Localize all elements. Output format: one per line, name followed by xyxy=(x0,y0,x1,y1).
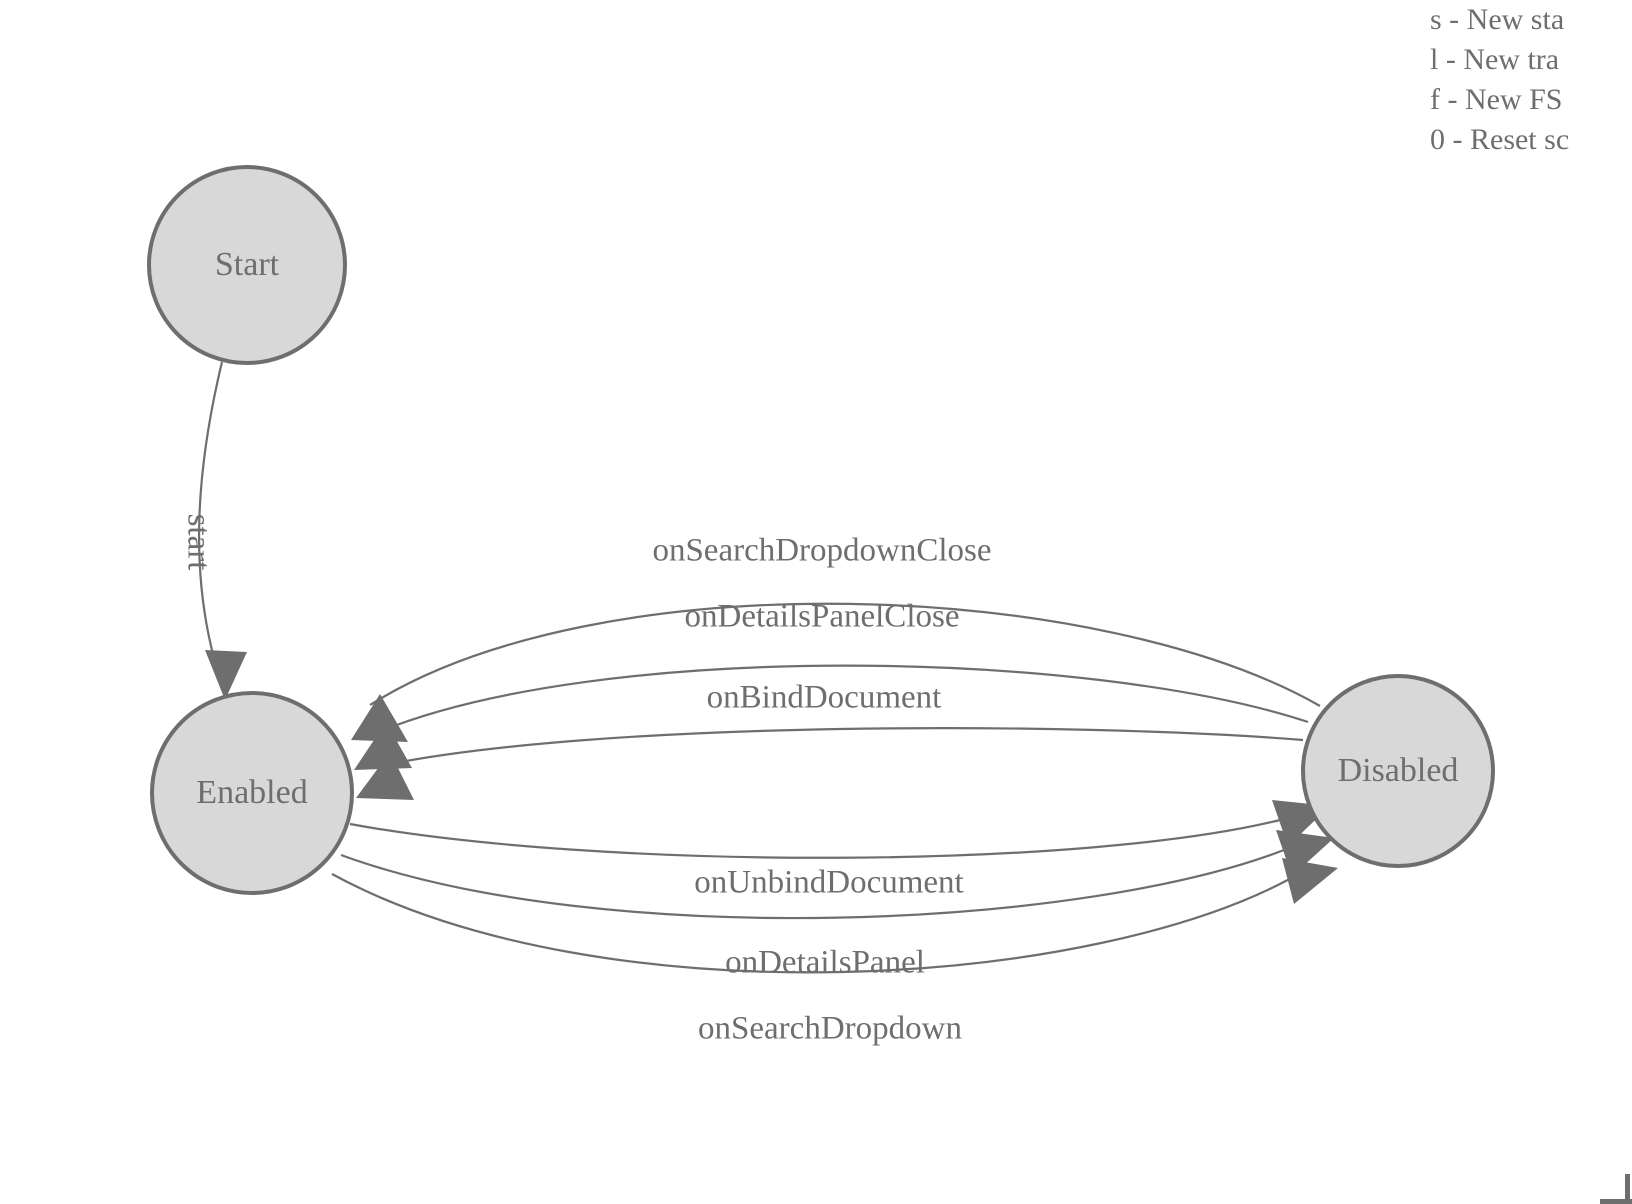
edge-label-onsearchdropdown: onSearchDropdown xyxy=(698,1011,962,1047)
arrowhead-onsearchdropdownclose xyxy=(351,694,408,742)
edge-enabled-to-disabled-onunbinddocument[interactable] xyxy=(349,800,1330,859)
edge-label-onbinddocument: onBindDocument xyxy=(707,680,942,716)
arrowhead-start-enabled xyxy=(205,650,247,700)
arrowhead-onsearchdropdown xyxy=(1282,858,1338,904)
edge-disabled-to-enabled-onsearchdropdownclose[interactable] xyxy=(351,602,1321,742)
legend-line-new-state: s - New sta xyxy=(1430,3,1565,36)
keyboard-shortcuts-legend: s - New sta l - New tra f - New FS 0 - R… xyxy=(1430,0,1632,160)
edge-path-onbinddocument xyxy=(379,727,1304,768)
node-disabled[interactable]: Disabled xyxy=(1301,674,1495,868)
node-enabled-label: Enabled xyxy=(196,774,307,811)
arrowhead-ondetailspanelclose xyxy=(354,722,412,770)
edge-path-onsearchdropdown xyxy=(331,871,1303,974)
edge-label-ondetailspanelclose: onDetailsPanelClose xyxy=(685,599,960,635)
arrowhead-onbinddocument xyxy=(356,752,414,800)
edge-path-onunbinddocument xyxy=(349,816,1289,859)
node-start-circle xyxy=(147,165,347,365)
edge-path-ondetailspanelclose xyxy=(375,664,1309,735)
legend-line-new-transition: l - New tra xyxy=(1430,43,1560,76)
resize-handle-vertical-mark[interactable] xyxy=(1625,1174,1630,1204)
edge-disabled-to-enabled-onbinddocument[interactable] xyxy=(356,727,1304,800)
edge-label-onunbinddocument: onUnbindDocument xyxy=(694,865,963,901)
node-start-label: Start xyxy=(215,246,280,283)
edge-label-start: start xyxy=(180,514,216,571)
node-disabled-label: Disabled xyxy=(1338,752,1459,789)
edge-path-start-enabled xyxy=(197,361,224,663)
edge-label-onsearchdropdownclose: onSearchDropdownClose xyxy=(652,533,991,569)
edge-label-ondetailspanel: onDetailsPanel xyxy=(725,945,925,981)
node-enabled-circle xyxy=(150,691,354,895)
legend-line-reset: 0 - Reset sc xyxy=(1430,123,1570,156)
edge-disabled-to-enabled-ondetailspanelclose[interactable] xyxy=(354,664,1309,770)
legend-line-new-fsm: f - New FS xyxy=(1430,83,1563,116)
edge-start-to-enabled[interactable] xyxy=(197,361,247,700)
resize-handle-horizontal-mark[interactable] xyxy=(1600,1199,1632,1204)
node-disabled-circle xyxy=(1301,674,1495,868)
node-enabled[interactable]: Enabled xyxy=(150,691,354,895)
edge-path-ondetailspanel xyxy=(340,844,1295,920)
node-start[interactable]: Start xyxy=(147,165,347,365)
edge-enabled-to-disabled-onsearchdropdown[interactable] xyxy=(331,858,1338,974)
edge-path-onsearchdropdownclose xyxy=(369,602,1321,707)
